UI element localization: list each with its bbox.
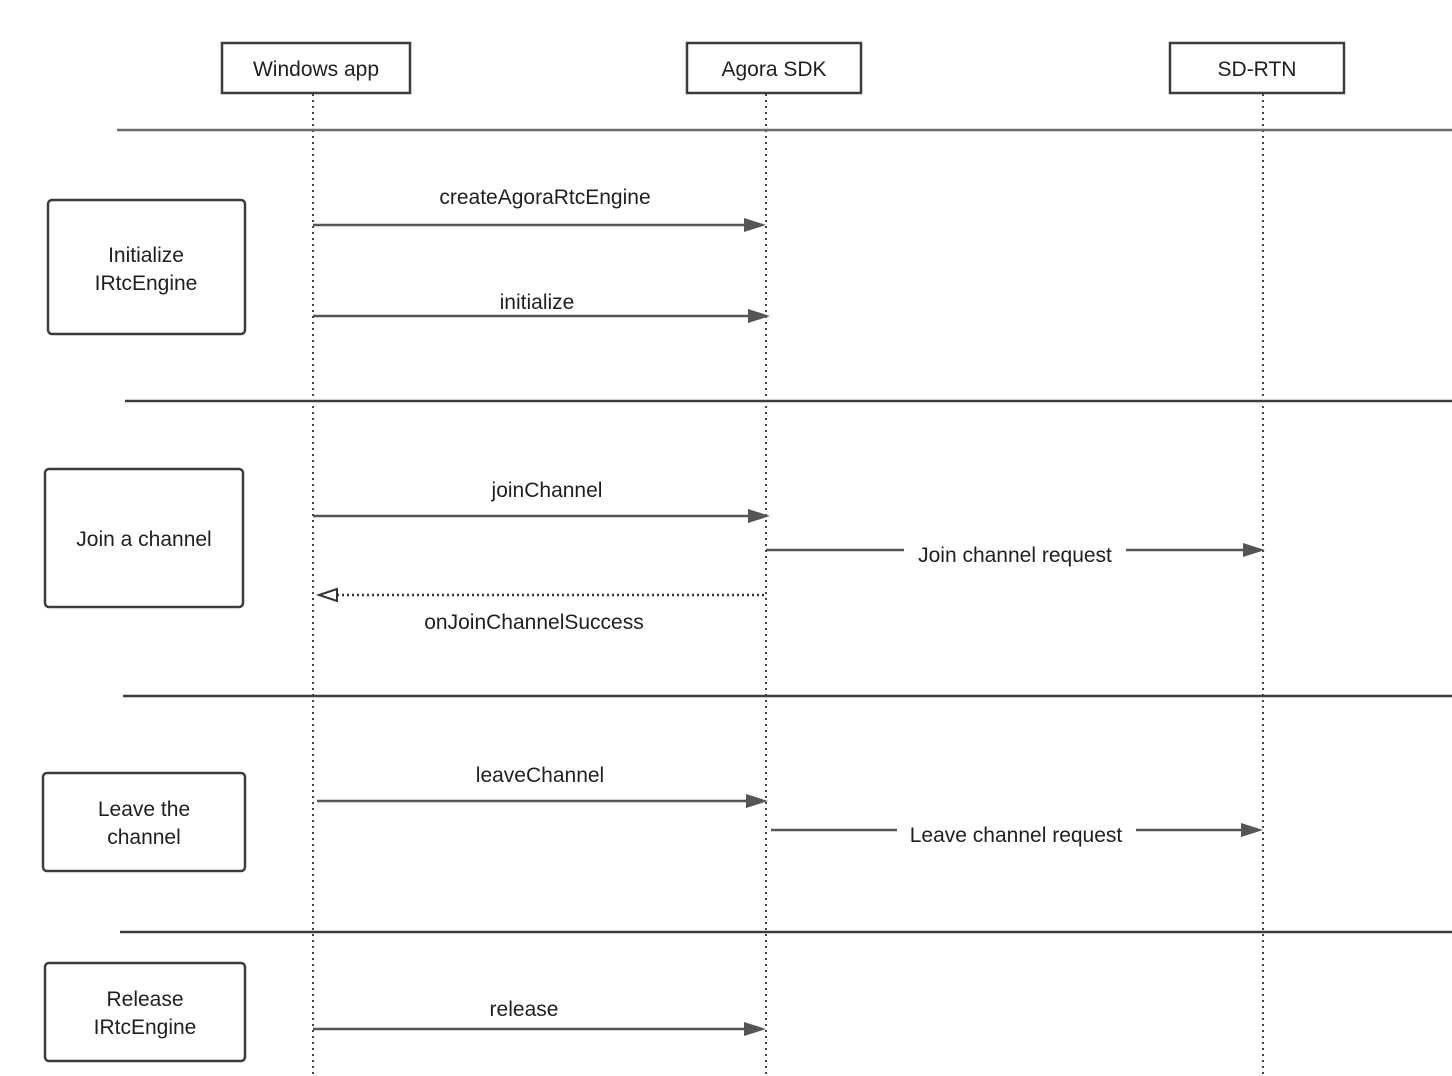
stage-box [41, 771, 247, 873]
stage-label-line: IRtcEngine [95, 272, 198, 295]
message-leave-channel: leaveChannel [317, 764, 768, 808]
participant-box [1168, 41, 1346, 95]
message-label: Join channel request [918, 544, 1112, 567]
message-label: onJoinChannelSuccess [424, 611, 643, 634]
message-label: Leave channel request [910, 824, 1123, 847]
stage-label-line: channel [107, 826, 181, 849]
arrow-head [1243, 543, 1265, 557]
message-label: joinChannel [491, 479, 603, 502]
stage-label-line: Join a channel [76, 528, 211, 551]
message-label: release [490, 998, 559, 1021]
stage-leave: Leave the channel [41, 771, 247, 873]
arrow-head [744, 1022, 766, 1036]
message-initialize: initialize [313, 291, 770, 323]
arrow-head [744, 218, 766, 232]
participant-agora-sdk: Agora SDK [685, 41, 863, 95]
arrow-head-open [315, 587, 338, 603]
message-label: leaveChannel [476, 764, 604, 787]
message-join-channel-request: Join channel request [766, 543, 1265, 567]
stage-box [43, 961, 247, 1063]
participant-sd-rtn: SD-RTN [1168, 41, 1346, 95]
participant-label: SD-RTN [1218, 58, 1297, 81]
arrow-head [748, 509, 770, 523]
participant-label: Windows app [253, 58, 379, 81]
message-on-join-channel-success: onJoinChannelSuccess [315, 587, 766, 634]
arrow-head [1241, 823, 1263, 837]
arrow-head [746, 794, 768, 808]
stage-release: Release IRtcEngine [43, 961, 247, 1063]
message-create-engine: createAgoraRtcEngine [313, 186, 766, 232]
arrow-head [748, 309, 770, 323]
stage-box [43, 467, 245, 609]
message-label: createAgoraRtcEngine [439, 186, 650, 209]
message-leave-channel-request: Leave channel request [771, 823, 1263, 847]
stage-box [46, 198, 247, 336]
participant-box [685, 41, 863, 95]
message-join-channel: joinChannel [313, 479, 770, 523]
stage-label-line: Leave the [98, 798, 190, 821]
stage-initialize: Initialize IRtcEngine [46, 198, 247, 336]
message-label: initialize [500, 291, 575, 314]
stage-label-line: Release [106, 988, 183, 1011]
stage-join: Join a channel [43, 467, 245, 609]
stage-label-line: IRtcEngine [94, 1016, 197, 1039]
stage-label-line: Initialize [108, 244, 184, 267]
message-release: release [313, 998, 766, 1036]
participant-label: Agora SDK [721, 58, 826, 81]
participant-box [220, 41, 412, 95]
participant-windows-app: Windows app [220, 41, 412, 95]
